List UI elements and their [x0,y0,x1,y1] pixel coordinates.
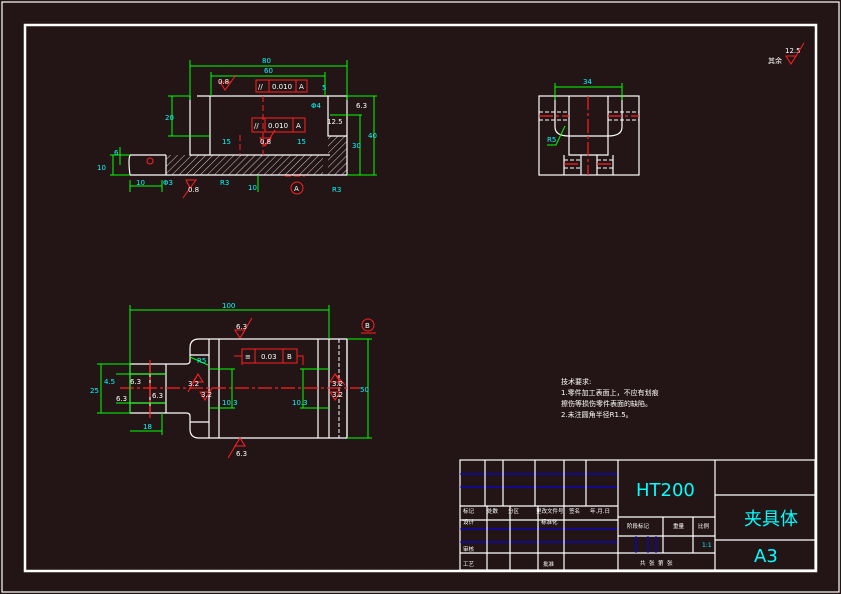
datum-a-symbol [290,181,304,195]
dim-5: 5 [322,84,326,92]
tolerance-datum-top: A [299,83,304,91]
dim-50: 50 [360,386,369,394]
dim-10-width: 10 [136,179,145,187]
dim-phi3: Φ3 [163,179,173,187]
parallelism-symbol-top: // [258,83,263,91]
dim-15-right: 15 [297,138,306,146]
roughness-6-3-b: 6.3 [116,395,127,403]
dim-r3-left: R3 [220,179,229,187]
symmetry-value: 0.03 [261,353,277,361]
roughness-3-2-c: 3.2 [332,380,343,388]
tech-req-title: 技术要求: [561,377,591,386]
dim-40: 40 [368,132,377,140]
stage-label: 阶段标记 [627,522,650,530]
roughness-3-2-a: 3.2 [188,380,199,388]
sheet-count: 共 张 第 张 [640,559,673,567]
tech-req-line-2: 擦伤等损伤零件表面的缺陷。 [561,399,652,408]
dim-20: 20 [165,114,174,122]
tech-req-line-3: 2.未注圆角半径R1.5。 [561,410,633,419]
role-process: 工艺 [463,561,475,568]
roughness-6-3-top: 6.3 [236,323,247,331]
dim-4-5: 4.5 [104,378,115,386]
dim-r5-top: R5 [197,357,206,365]
roughness-6-3: 6.3 [356,102,367,110]
material: HT200 [636,480,695,501]
dim-phi4: Φ4 [311,102,322,110]
technical-requirements: 技术要求: 1.零件加工表面上，不应有划痕 擦伤等损伤零件表面的缺陷。 2.未注… [561,377,659,419]
roughness-12-5: 12.5 [327,118,343,126]
dim-10-height: 10 [97,164,106,172]
dim-80: 80 [262,57,271,65]
roughness-3-2-d: 3.2 [332,391,343,399]
roughness-note: 其余 12.5 [768,42,805,65]
dim-60: 60 [264,67,273,75]
roughness-6-3-c: 6.3 [152,392,163,400]
roughness-0-8-top: 0.8 [218,78,229,86]
dim-10-3-left: 10.3 [222,399,238,407]
header-mark: 标记 [463,507,475,515]
tolerance-value-middle: 0.010 [268,122,288,130]
drawing-frame [23,23,818,573]
dim-r3-right: R3 [332,186,341,194]
weight-label: 重量 [673,522,685,530]
dim-25: 25 [90,387,99,395]
dim-34: 34 [583,78,592,86]
tech-req-line-1: 1.零件加工表面上，不应有划痕 [561,388,659,397]
header-count: 处数 [487,507,499,515]
role-approve: 批准 [543,560,555,568]
dim-10-3-right: 10.3 [292,399,308,407]
tolerance-datum-middle: A [296,122,301,130]
symmetry-datum: B [287,353,292,361]
roughness-0-8-bottom: 0.8 [188,186,199,194]
roughness-6-3-a: 6.3 [130,378,141,386]
roughness-value: 12.5 [785,47,801,55]
side-view: 34 R5 [538,78,640,176]
sheet-size: A3 [754,546,778,567]
dim-6: 6 [114,149,119,157]
roughness-6-3-bottom: 6.3 [236,450,247,458]
dim-30: 30 [352,142,361,150]
roughness-3-2-b: 3.2 [201,391,212,399]
part-name: 夹具体 [744,509,798,530]
header-change-doc: 更改文件号 [536,507,564,515]
dim-18: 18 [143,423,152,431]
parallelism-symbol-middle: // [254,122,259,130]
header-date: 年.月.日 [590,507,610,515]
dim-100: 100 [222,302,235,310]
symmetry-symbol: ≡ [245,353,251,361]
title-block: 标记 处数 分区 更改文件号 签名 年.月.日 设计 标准化 审核 工艺 批准 … [459,459,816,571]
scale-value: 1:1 [702,542,712,549]
dim-10-bottom: 10 [248,184,257,192]
tolerance-value-top: 0.010 [272,83,292,91]
role-standard: 标准化 [541,518,558,526]
dim-r5: R5 [547,136,556,144]
scale-label: 比例 [698,522,710,530]
roughness-label: 其余 [768,56,782,65]
datum-a-label: A [294,185,299,193]
header-signature: 签名 [569,507,580,515]
datum-b-symbol [361,318,375,332]
role-design: 设计 [463,518,475,526]
roughness-symbol-icon [785,42,805,65]
front-view: 80 60 20 5 Φ4 12.5 6.3 30 40 15 15 6 10 … [97,57,377,199]
datum-b-label: B [365,322,370,330]
top-view: 100 6.3 6.3 R5 3.2 3.2 3.2 3.2 25 4.5 6.… [90,302,376,459]
header-zone: 分区 [508,507,520,515]
roughness-0-8-middle: 0.8 [260,138,271,146]
dim-15-left: 15 [222,138,231,146]
role-review: 审核 [463,545,475,553]
